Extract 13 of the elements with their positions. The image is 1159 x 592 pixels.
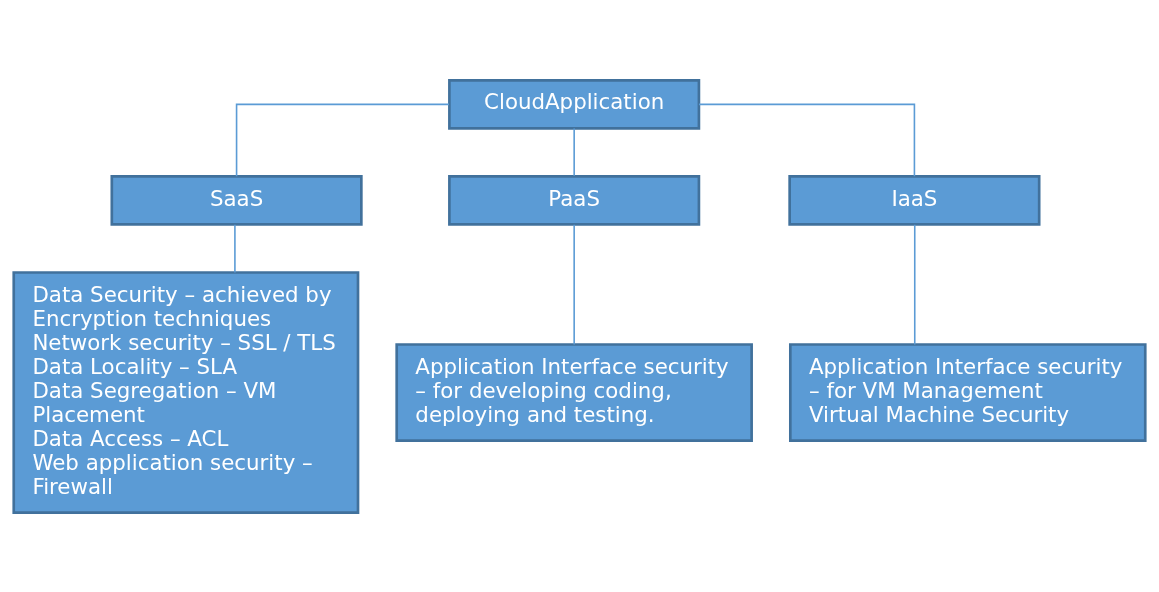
node-box: Application Interface security – for developing coding, deploying and testing. bbox=[395, 342, 753, 442]
connector bbox=[913, 223, 916, 345]
node-box: Application Interface security – for VM Management Virtual Machine Security bbox=[789, 342, 1147, 442]
node-box: IaaS bbox=[788, 174, 1041, 226]
node-box: CloudApplication bbox=[448, 78, 701, 130]
node-box: SaaS bbox=[110, 174, 363, 226]
node-box: PaaS bbox=[448, 174, 701, 226]
connector bbox=[234, 223, 236, 273]
node-box: Data Security – achieved by Encryption techniques Network security – SSL / TLS Data Locality – SLA Data Segregation – VM Placement Data Access – ACL Web application security – Firewall bbox=[12, 270, 360, 514]
connector bbox=[573, 127, 575, 177]
connector bbox=[235, 103, 450, 177]
connector bbox=[698, 103, 916, 177]
connector bbox=[573, 223, 575, 345]
